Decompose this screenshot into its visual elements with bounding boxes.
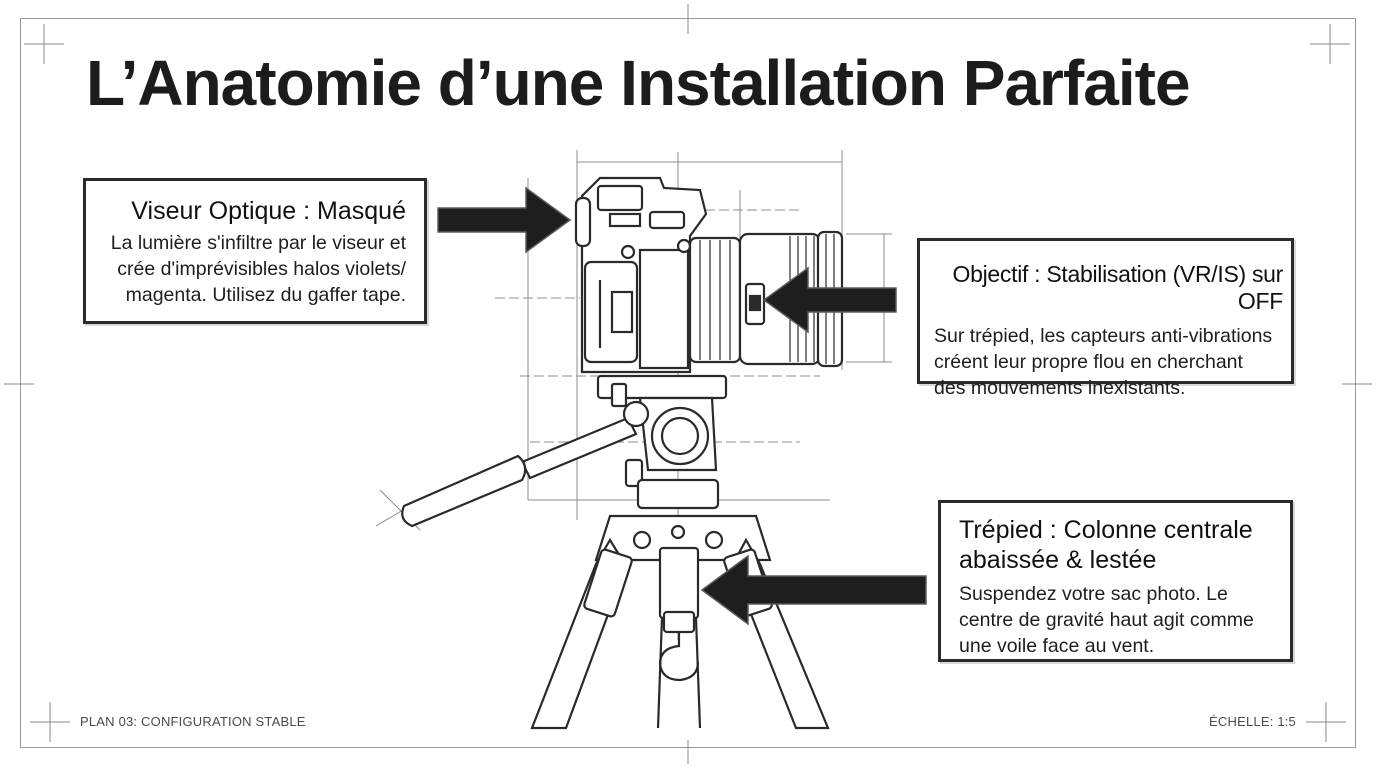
arrow-to-lens [762, 266, 897, 334]
page-title: L’Anatomie d’une Installation Parfaite [86, 47, 1191, 119]
callout-tripod-heading-line: Trépied : Colonne centrale [959, 516, 1253, 544]
callout-lens: Objectif : Stabilisation (VR/IS) sur OFF… [917, 238, 1294, 399]
camera-body-drawing [574, 176, 708, 374]
callout-arrows [437, 186, 927, 626]
arrow-to-center-column [700, 554, 927, 626]
callout-tripod-line: centre de gravité haut agit comme [959, 609, 1254, 631]
callout-viewfinder-heading: Viseur Optique : Masqué [131, 197, 406, 225]
callout-lens-line: créent leur propre flou en cherchant [934, 351, 1243, 373]
footer-plan-label: PLAN 03: CONFIGURATION STABLE [80, 714, 306, 729]
arrow-to-viewfinder [437, 186, 572, 254]
callout-viewfinder-line: crée d'imprévisibles halos violets/ [117, 258, 406, 280]
footer-scale-label: ÉCHELLE: 1:5 [1209, 714, 1296, 729]
lens-drawing [688, 230, 844, 368]
tripod-legs-drawing [530, 514, 830, 730]
callout-viewfinder-line: La lumière s'infiltre par le viseur et [110, 232, 406, 254]
callout-viewfinder-line: magenta. Utilisez du gaffer tape. [125, 284, 406, 306]
callout-tripod-line: Suspendez votre sac photo. Le [959, 583, 1228, 605]
callout-lens-line: des mouvements inexistants. [934, 377, 1186, 399]
registration-marks [4, 4, 1372, 764]
callout-lens-heading: Objectif : Stabilisation (VR/IS) sur OFF [952, 261, 1284, 314]
callout-tripod-heading-line: abaissée & lestée [959, 546, 1157, 574]
callout-lens-line: Sur trépied, les capteurs anti-vibration… [934, 325, 1273, 347]
callout-tripod: Trépied : Colonne centrale abaissée & le… [938, 500, 1293, 662]
tripod-head-drawing [401, 374, 728, 528]
callout-viewfinder: Viseur Optique : Masqué La lumière s'inf… [83, 178, 427, 324]
callout-tripod-heading: Trépied : Colonne centrale abaissée & le… [959, 515, 1278, 575]
callout-tripod-line: une voile face au vent. [959, 635, 1155, 657]
